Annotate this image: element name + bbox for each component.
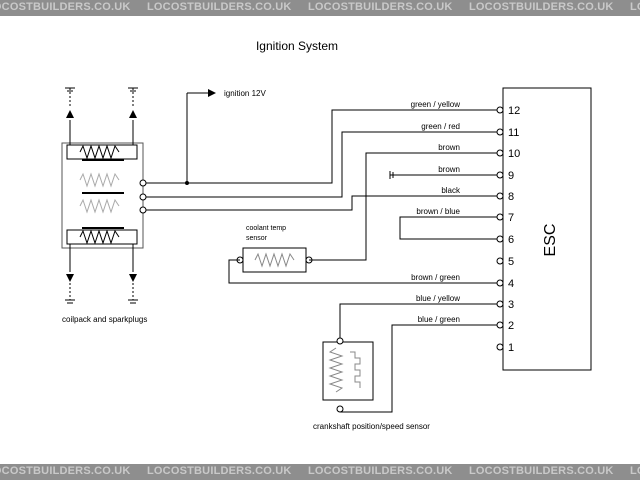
ecu-pin-number: 1 — [508, 342, 514, 354]
ecu-pin-number: 8 — [508, 191, 514, 203]
ecu-pin-terminal — [496, 149, 504, 157]
ignition-feed — [185, 89, 216, 185]
ecu-pin-terminal — [496, 192, 504, 200]
coolant-temp-sensor — [236, 247, 313, 273]
wire-color-label: blue / yellow — [416, 294, 460, 303]
sparkplug-arrows — [66, 110, 137, 282]
watermark-text: LOCOSTBUILDERS.CO.UK — [147, 465, 292, 477]
diagram-title: Ignition System — [256, 39, 338, 53]
ecu-pin-number: 5 — [508, 256, 514, 268]
ecu-pin-terminal — [496, 300, 504, 308]
ecu-pin-terminal — [496, 235, 504, 243]
watermark-text: LOCOSTBUILDERS.CO.UK — [147, 1, 292, 13]
crank-sensor-label: crankshaft position/speed sensor — [313, 422, 430, 431]
crankshaft-sensor — [322, 337, 374, 413]
watermark-text: LOCOSTBUILDERS.CO.UK — [308, 465, 453, 477]
watermark-text: LOCOSTBUILDERS.CO.UK — [0, 465, 131, 477]
watermark-band-bottom: LOCOSTBUILDERS.CO.UK LOCOSTBUILDERS.CO.U… — [0, 464, 640, 480]
ecu-pin-terminal — [496, 257, 504, 265]
ecu-pin-number: 2 — [508, 320, 514, 332]
ecu-box — [502, 87, 592, 371]
ecu-pin-terminal — [496, 128, 504, 136]
ignition-feed-label: ignition 12V — [224, 89, 266, 98]
coolant-sensor-label: coolant temp — [246, 225, 286, 232]
wires — [146, 109, 500, 413]
wire-color-label: blue / green — [418, 315, 460, 324]
wire-color-label: brown — [438, 165, 460, 174]
wire-color-label: brown / green — [411, 273, 460, 282]
ecu-pin-terminal — [496, 106, 504, 114]
wire-color-label: green / red — [421, 122, 460, 131]
wire-color-label: black — [441, 186, 461, 195]
ecu-pin-number: 9 — [508, 170, 514, 182]
wire-color-label: brown — [438, 143, 460, 152]
watermark-text: LOCOSTBUILDERS.CO.UK — [630, 465, 640, 477]
ecu-pin-number: 6 — [508, 234, 514, 246]
watermark-text: LOCOSTBUILDERS.CO.UK — [469, 465, 614, 477]
watermark-text: LOCOSTBUILDERS.CO.UK — [469, 1, 614, 13]
ecu-pin-terminal — [496, 279, 504, 287]
coilpack — [61, 88, 144, 300]
wire-color-label: brown / blue — [416, 207, 460, 216]
ecu-pin-number: 11 — [508, 127, 519, 139]
watermark-text: LOCOSTBUILDERS.CO.UK — [630, 1, 640, 13]
coilpack-terminals — [139, 179, 147, 214]
wire-color-label: green / yellow — [411, 100, 461, 109]
ecu-label: ESC — [542, 224, 559, 257]
ecu-pin-terminal — [496, 171, 504, 179]
ecu-pin-number: 4 — [508, 278, 514, 290]
ecu-pin-number: 3 — [508, 299, 514, 311]
ecu-pin-number: 10 — [508, 148, 520, 160]
watermark-text: LOCOSTBUILDERS.CO.UK — [0, 1, 131, 13]
ecu-pin-terminal — [496, 343, 504, 351]
coolant-sensor-label: sensor — [246, 235, 268, 242]
coilpack-label: coilpack and sparkplugs — [62, 315, 147, 324]
watermark-text: LOCOSTBUILDERS.CO.UK — [308, 1, 453, 13]
ecu-pin-terminal — [496, 213, 504, 221]
ecu-pin-number: 7 — [508, 212, 514, 224]
earth-icon — [65, 87, 138, 304]
ecu-pin-number: 12 — [508, 105, 520, 117]
watermark-band-top: LOCOSTBUILDERS.CO.UK LOCOSTBUILDERS.CO.U… — [0, 0, 640, 16]
ecu-pin-terminal — [496, 321, 504, 329]
